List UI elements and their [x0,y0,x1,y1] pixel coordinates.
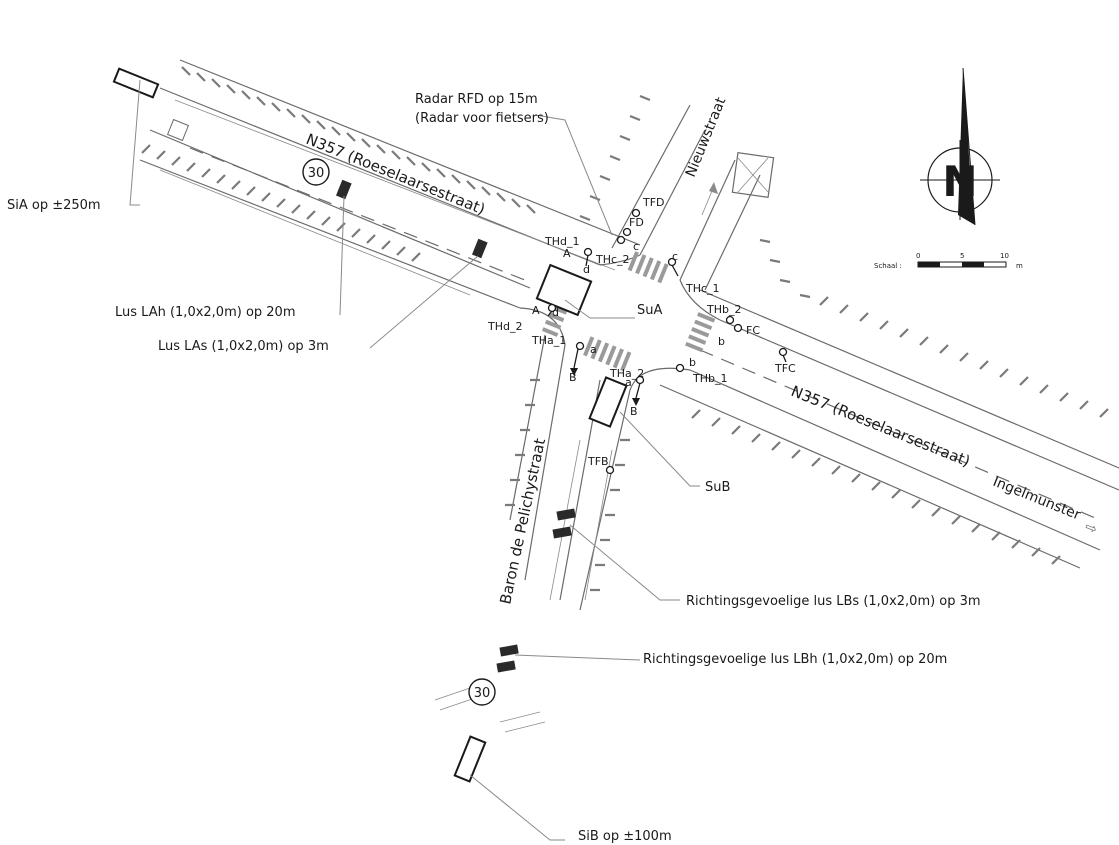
signal-heads [547,208,788,475]
letter-c-low1: c [633,240,639,253]
loop-lbs-2 [552,526,572,539]
detection-loops [335,179,576,673]
letter-d-low2: d [552,306,559,319]
north-street-label: Nieuwstraat [683,95,730,180]
cabinet-central [535,263,593,317]
callout-lus-lbh: Richtingsgevoelige lus LBh (1,0x2,0m) op… [643,652,947,667]
signal-tfd: TFD [642,196,665,209]
scale-tick-10: 10 [1000,252,1009,260]
leader-lines [129,79,700,841]
scale-unit: m [1016,262,1023,270]
letter-b-low2: b [689,356,696,369]
letter-d-low1: d [583,263,590,276]
north-compass [920,67,1000,226]
destination-arrow-icon: ⇨ [1083,519,1100,538]
loop-lah [335,179,352,200]
callout-sua: SuA [637,303,662,318]
cabinet-sib [453,735,487,783]
scale-bar [917,261,1007,268]
signal-tha2: THa_2 [609,367,644,380]
signal-tha1: THa_1 [531,334,566,347]
scale-label: Schaal : [874,262,902,270]
speed-sign-circle-2 [468,678,496,706]
callout-lus-las: Lus LAs (1,0x2,0m) op 3m [158,339,329,354]
letter-c-low2: c [672,250,678,263]
letter-b-low1: b [718,335,725,348]
south-street-label: Baron de Pelichystraat [496,437,549,606]
cabinet-sia [112,67,160,99]
speed-sign-circle-1 [302,158,330,186]
road-geometry [139,59,1119,733]
letter-a-low1: a [590,343,597,356]
letter-b1: B [569,371,577,384]
callout-sia: SiA op ±250m [7,198,101,213]
letter-a2: A [532,304,540,317]
callout-lus-lbs: Richtingsgevoelige lus LBs (1,0x2,0m) op… [686,594,981,609]
signal-tfc: TFC [774,362,796,375]
destination-label: Ingelmunster [991,474,1083,524]
callout-radar-1: Radar RFD op 15m [415,92,538,107]
loop-las [471,238,488,259]
building-hatching [141,66,1109,592]
cabinet-sub [588,376,628,428]
speed-sign-2: 30 [474,686,491,701]
letter-a-low2: a [625,376,632,389]
letter-b2: B [630,405,638,418]
cabinets [112,67,628,783]
loop-lbh-2 [496,660,516,673]
signal-thd2: THd_2 [487,320,522,333]
callout-sib: SiB op ±100m [578,829,672,844]
scale-tick-0: 0 [916,252,920,260]
loop-lbh-1 [499,644,519,657]
signal-thb2: THb_2 [706,303,741,316]
callout-lus-lah: Lus LAh (1,0x2,0m) op 20m [115,305,296,320]
signal-fd: FD [629,216,644,229]
callout-radar-2: (Radar voor fietsers) [415,111,549,126]
loop-lbs-1 [556,508,576,521]
signal-tfb: TFB [587,455,609,468]
signal-thc1: THc_1 [685,282,720,295]
callout-sub: SuB [705,480,730,495]
signal-fc: FC [746,324,760,337]
road-name-east: N357 (Roeselaarsestraat) [789,382,973,470]
signal-thb1: THb_1 [692,372,727,385]
scale-tick-5: 5 [960,252,964,260]
signal-thd1: THd_1 [544,235,579,248]
compass-north: N [942,157,977,206]
letter-a1: A [563,247,571,260]
speed-sign-1: 30 [308,166,325,181]
signal-thc2: THc_2 [595,253,630,266]
